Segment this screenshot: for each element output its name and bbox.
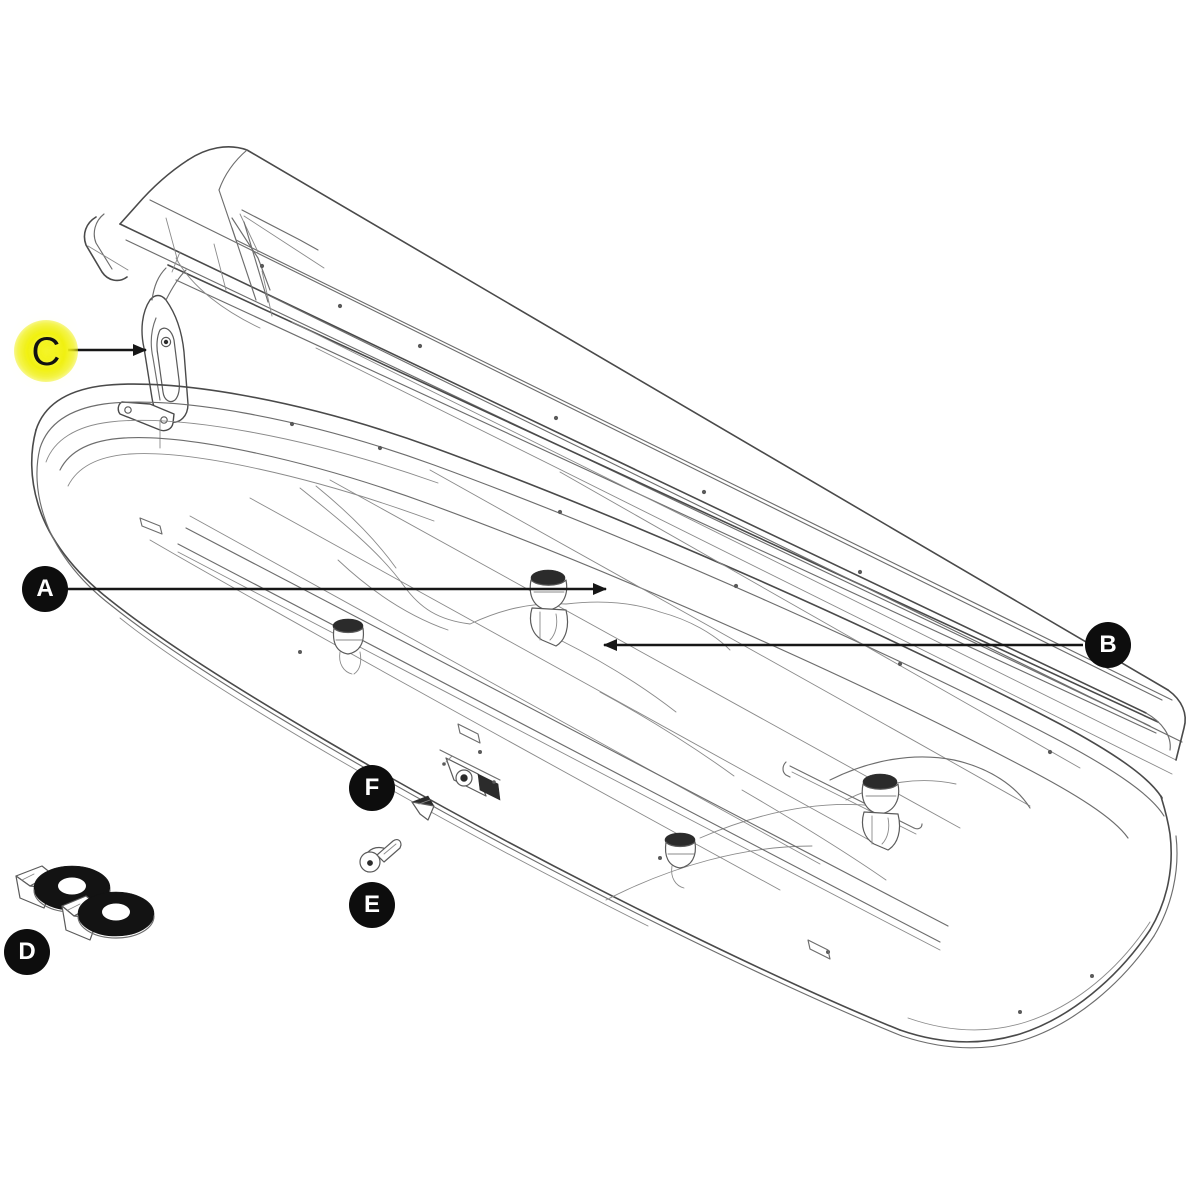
- callout-a[interactable]: A: [22, 566, 68, 612]
- callout-d[interactable]: D: [4, 929, 50, 975]
- part-d-rubber-tie-down-straps: [15, 865, 155, 941]
- callout-f[interactable]: F: [349, 765, 395, 811]
- mounting-clamp-knob-3: [664, 832, 697, 889]
- mounting-clamp-knob-2: [529, 569, 569, 647]
- cargo-box-lid: [83, 146, 1186, 775]
- leader-lines: [66, 344, 1083, 651]
- part-f-barrel-nut: [411, 795, 435, 821]
- part-e-lock-key: [359, 839, 402, 873]
- callout-b[interactable]: B: [1085, 622, 1131, 668]
- mounting-clamp-knob-4: [861, 773, 901, 851]
- lock-assembly: [439, 749, 501, 801]
- mounting-clamp-knob-1: [332, 618, 365, 675]
- callout-c[interactable]: C: [31, 330, 61, 374]
- callout-e[interactable]: E: [349, 882, 395, 928]
- lid-support-strut: [117, 251, 189, 449]
- cargo-box-base-tub: [30, 383, 1178, 1049]
